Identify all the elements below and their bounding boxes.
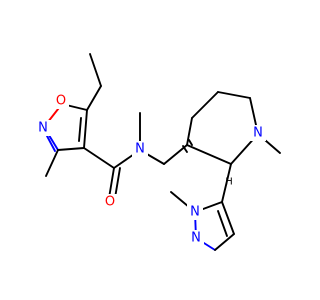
atom-labels: O N O N N H N N (35, 93, 266, 246)
imidazole-nitrogen-label: N (191, 231, 201, 246)
amide-nitrogen-label: N (135, 142, 145, 157)
imidazole-methyl-nitrogen-label: N (190, 205, 200, 220)
ethyl-group (86, 53, 102, 111)
ring-nitrogen-label: N (38, 121, 48, 136)
amide-oxygen-label: O (105, 195, 115, 210)
ring-oxygen-label: O (56, 94, 66, 109)
piperidine-ring (186, 91, 281, 165)
piperidine-nitrogen-label: N (253, 126, 263, 141)
isoxazole-methyl-bond (45, 149, 59, 177)
stereo-hydrogen-label: H (225, 177, 233, 188)
stereo-hash (182, 139, 193, 153)
molecule-structure: O N O N N H N N (35, 53, 281, 251)
